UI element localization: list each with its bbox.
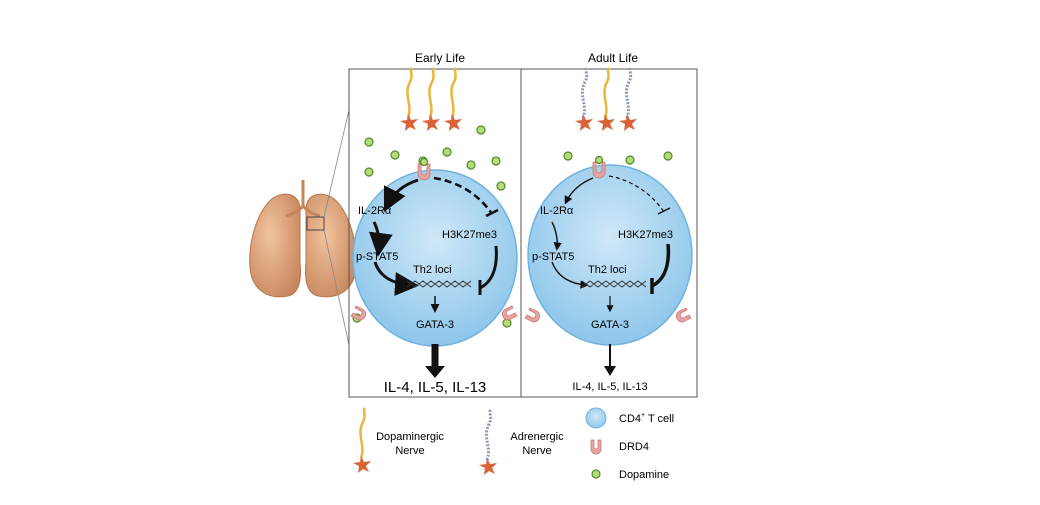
output-cytokines-adult: IL-4, IL-5, IL-13 [572,381,647,393]
dopamine-dot [496,181,506,191]
arrow-il2ra-to-pstat5 [551,221,562,251]
dopamine-molecules [563,151,673,165]
drd4-receptor-icon [502,305,518,321]
legend: Dopaminergic Nerve Adrenergic Nerve CD4+… [353,406,674,481]
label-gata3-early: GATA-3 [416,319,454,331]
drd4-receptors [350,163,518,321]
nerve-terminal-icon [400,114,418,131]
dopamine-dot [419,157,429,167]
label-il2ra-adult: IL-2Rα [540,205,574,217]
dopamine-dot [466,160,476,170]
nerve-terminal-icon [575,114,593,131]
panel-title-adult: Adult Life [588,51,638,65]
dopaminergic-nerve-fiber [450,66,457,119]
legend-dopaminergic-label-line1: Dopaminergic [376,431,444,443]
legend-adrenergic-label-line1: Adrenergic [510,431,564,443]
adrenergic-nerve-fiber [580,66,589,119]
lung-zoom-box [306,216,325,231]
dopaminergic-nerve-fiber [603,66,610,119]
drd4-receptor-icon [592,161,606,179]
arrow-pstat5-to-th2loci [373,261,419,296]
drd4-receptors [524,161,692,323]
dopamine-molecules [352,125,512,328]
nerve-terminals [400,114,462,131]
legend-dopaminergic-label-line2: Nerve [395,445,424,457]
dopamine-dot [491,156,501,166]
nerve-terminal-icon [597,114,615,131]
nerve-terminal-icon [444,114,462,131]
dopamine-dot [625,155,635,165]
label-h3k27me3-early: H3K27me3 [442,229,497,241]
drd4-receptor-icon [350,305,366,321]
legend-dopamine-icon [591,469,601,479]
legend-nerve-terminal-icon [353,456,371,473]
arrow-output-adult-head [604,366,616,376]
dopamine-dot [390,150,400,160]
label-pstat5-adult: p-STAT5 [532,251,574,263]
panel-adult-life: IL-2Rα p-STAT5 H3K27me3 Th2 loci GATA-3 … [524,66,693,393]
legend-adrenergic-label-line2: Nerve [522,445,551,457]
adrenergic-nerve-fiber [624,66,633,119]
lung-illustration [249,109,357,346]
dopamine-dot [442,147,452,157]
label-th2loci-early: Th2 loci [413,264,452,276]
nerve-terminal-icon [619,114,637,131]
legend-cd4-label: CD4+ T cell [619,412,674,425]
legend-adrenergic-nerve-icon [484,408,493,461]
dna-icon [581,280,647,288]
label-gata3-adult: GATA-3 [591,319,629,331]
nerve-terminals [575,114,637,131]
dopamine-dot [364,167,374,177]
panels-frame [348,68,698,398]
arrow-output-early-head [425,366,445,378]
nerve-terminal-icon [422,114,440,131]
dopaminergic-nerve-fiber [406,66,413,119]
drd4-receptor-icon [417,163,431,181]
dopamine-dot [594,155,604,165]
legend-nerve-terminal-icon [479,458,497,475]
arrow-il2ra-to-pstat5 [368,221,393,257]
inhibition-drd4-to-h3k27me3 [433,176,494,215]
legend-dopamine-label: Dopamine [619,469,669,481]
legend-cd4-cell-icon [585,407,607,429]
dopamine-dot [476,125,486,135]
inhibition-bar [485,208,499,218]
inhibition-h3k27me3-to-th2loci [651,243,671,288]
legend-dopaminergic-nerve-icon [359,406,366,459]
dopamine-dot [663,151,673,161]
drd4-receptor-icon [676,307,692,323]
dopaminergic-nerve-group [400,66,462,131]
label-pstat5-early: p-STAT5 [356,251,398,263]
label-th2loci-adult: Th2 loci [588,264,627,276]
label-il2ra-early: IL-2Rα [358,205,392,217]
inhibition-bar [657,207,671,215]
panel-early-life: IL-2Rα p-STAT5 H3K27me3 Th2 loci GATA-3 … [350,66,518,396]
legend-drd4-label: DRD4 [619,441,649,453]
output-cytokines-early: IL-4, IL-5, IL-13 [384,379,487,396]
arrow-drd4-to-il2ra [564,177,594,205]
arrow-pstat5-to-th2loci [551,261,589,289]
arrow-drd4-to-il2ra [383,178,419,213]
dopaminergic-nerve-fiber [428,66,435,119]
label-h3k27me3-adult: H3K27me3 [618,229,673,241]
legend-drd4-icon [590,439,602,455]
dopamine-dot [563,151,573,161]
dopamine-dot [364,137,374,147]
panel-title-early: Early Life [415,51,465,65]
inhibition-h3k27me3-to-th2loci [479,245,498,290]
drd4-receptor-icon [524,307,540,323]
dna-icon [406,280,472,288]
